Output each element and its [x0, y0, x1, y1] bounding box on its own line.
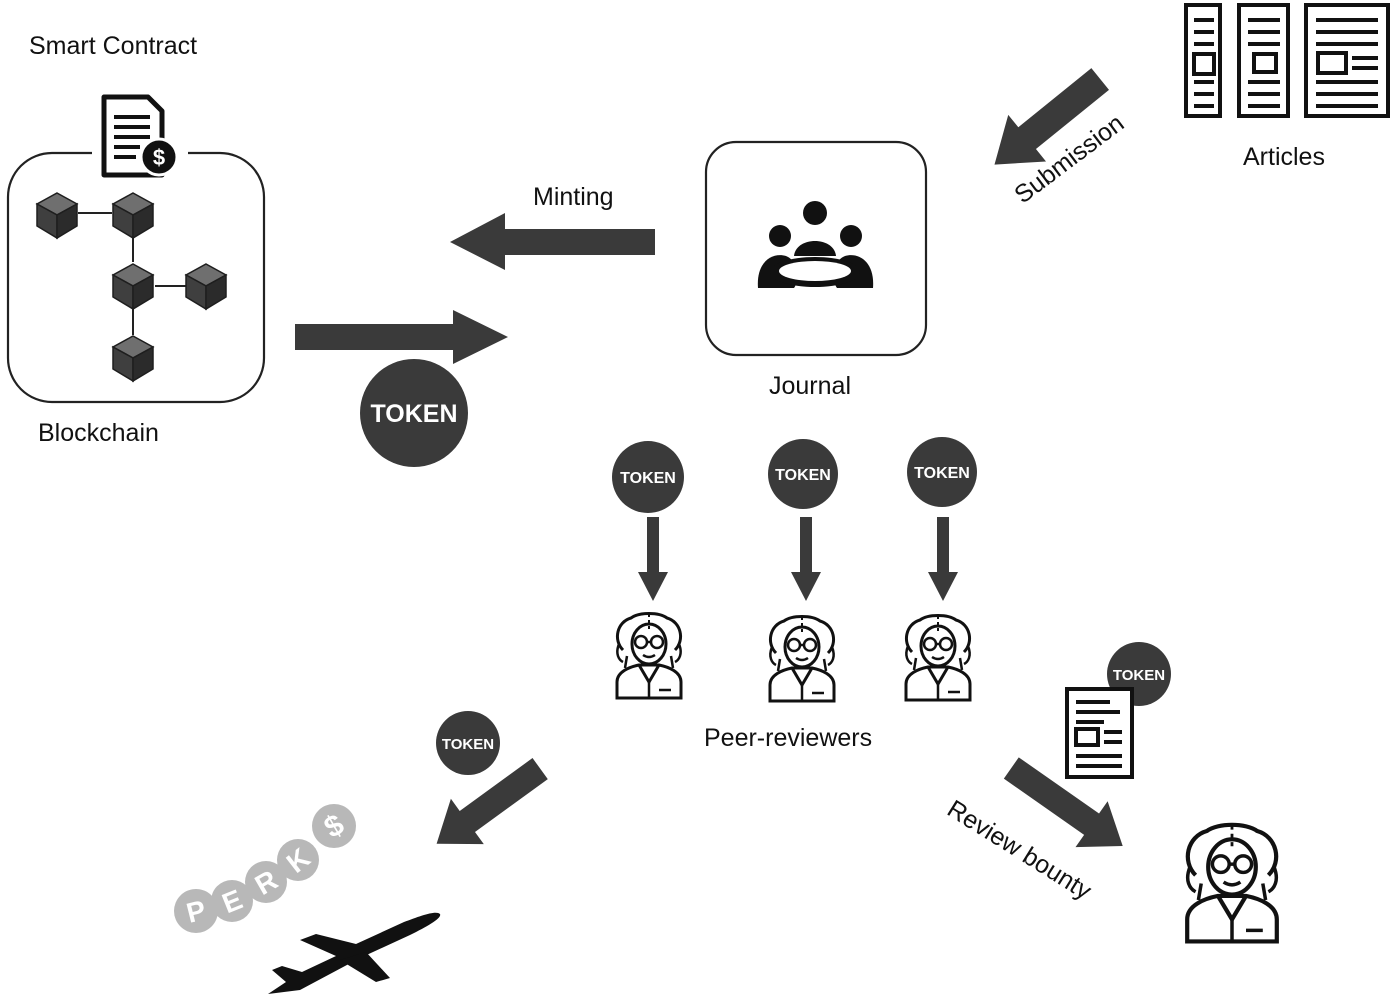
articles-label: Articles [1243, 143, 1325, 171]
token-label: TOKEN [914, 465, 970, 482]
article-document-icon [1184, 3, 1222, 118]
scientist-reviewer-icon [615, 612, 683, 700]
token-coin: TOKEN [907, 437, 977, 507]
contract-dollar-icon: $ [101, 94, 179, 178]
token-down-arrow [928, 517, 958, 601]
minting-arrow [450, 213, 655, 270]
blockchain-links [78, 212, 186, 335]
token-coin: TOKEN [612, 441, 684, 513]
token-label: TOKEN [370, 400, 457, 428]
blockchain-label: Blockchain [38, 419, 159, 447]
article-document-icon [1304, 3, 1390, 118]
token-down-arrow [638, 517, 668, 601]
token-coin-large: TOKEN [360, 359, 468, 467]
perks-arrow [436, 758, 548, 845]
blockchain-group [6, 145, 266, 404]
token-label: TOKEN [620, 470, 676, 487]
scientist-reviewer-icon [1187, 825, 1277, 942]
journal-label: Journal [769, 372, 851, 400]
review-bounty-arrow [1003, 757, 1123, 848]
smart-contract-label: Smart Contract [29, 32, 198, 60]
perks-badge: P E R K $ [174, 804, 356, 933]
review-document-icon [1065, 687, 1134, 779]
token-label: TOKEN [442, 736, 494, 753]
minting-label: Minting [533, 183, 614, 211]
article-document-icon [1237, 3, 1290, 118]
token-label: TOKEN [775, 467, 831, 484]
token-coin: TOKEN [768, 439, 838, 509]
token-coin: TOKEN [436, 711, 500, 775]
scientist-reviewer-icon [904, 614, 972, 702]
peer-reviewers-label: Peer-reviewers [704, 724, 873, 752]
blockchain-cubes-icon [36, 192, 227, 382]
token-flow-arrow [295, 310, 508, 364]
svg-text:$: $ [153, 145, 165, 170]
scientist-reviewer-icon [768, 615, 836, 703]
journal-group [704, 140, 928, 357]
submission-arrow [994, 68, 1109, 165]
airplane-icon [268, 912, 441, 994]
people-meeting-icon [757, 201, 874, 288]
token-down-arrow [791, 517, 821, 601]
token-label: TOKEN [1113, 667, 1165, 684]
